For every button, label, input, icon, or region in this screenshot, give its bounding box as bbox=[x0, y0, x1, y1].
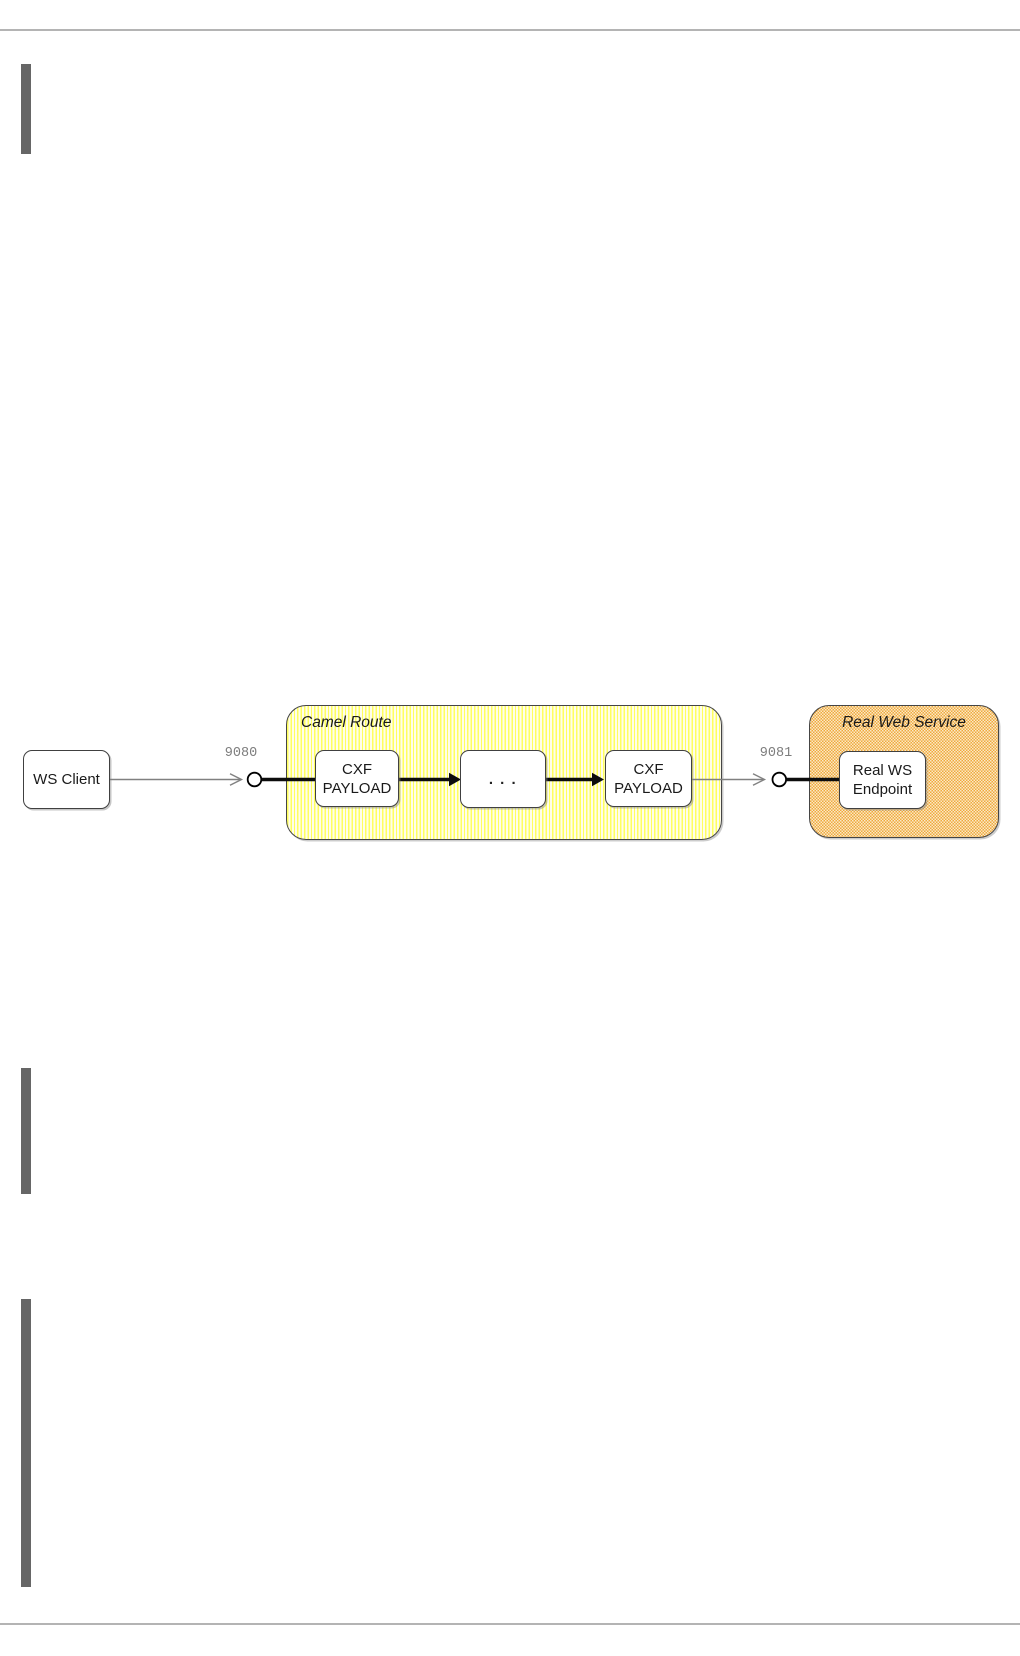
cxf-payload-1-line2: PAYLOAD bbox=[322, 779, 392, 797]
port-in-circle-icon bbox=[246, 771, 263, 788]
change-bar bbox=[21, 1299, 31, 1587]
change-bar bbox=[21, 1068, 31, 1194]
ws-client-box: WS Client bbox=[23, 750, 110, 809]
port-out-open-arrow-icon bbox=[752, 773, 767, 786]
camel-route-title: Camel Route bbox=[301, 714, 392, 731]
port-out-circle-icon bbox=[771, 771, 788, 788]
cxf-payload-box-1: CXF PAYLOAD bbox=[315, 750, 399, 807]
cxf-payload-1-line1: CXF bbox=[342, 760, 372, 778]
port-out-label: 9081 bbox=[759, 746, 793, 761]
ellipsis-label: . . . bbox=[488, 770, 518, 788]
real-ws-endpoint-box: Real WS Endpoint bbox=[839, 751, 926, 809]
real-web-service-title: Real Web Service bbox=[842, 714, 966, 731]
top-rule bbox=[0, 29, 1020, 31]
real-web-service-container: Real Web Service bbox=[809, 705, 999, 838]
port-in-open-arrow-icon bbox=[229, 773, 244, 786]
ellipsis-box: . . . bbox=[460, 750, 546, 808]
real-ws-endpoint-line1: Real WS bbox=[852, 762, 913, 779]
change-bar bbox=[21, 64, 31, 154]
cxf-payload-box-2: CXF PAYLOAD bbox=[605, 750, 692, 807]
port-in-label: 9080 bbox=[224, 746, 258, 761]
ws-client-label: WS Client bbox=[33, 771, 100, 788]
cxf-payload-2-line2: PAYLOAD bbox=[614, 779, 683, 797]
real-ws-endpoint-line2: Endpoint bbox=[852, 781, 913, 798]
cxf-payload-2-line1: CXF bbox=[633, 760, 664, 778]
bottom-rule bbox=[0, 1623, 1020, 1625]
